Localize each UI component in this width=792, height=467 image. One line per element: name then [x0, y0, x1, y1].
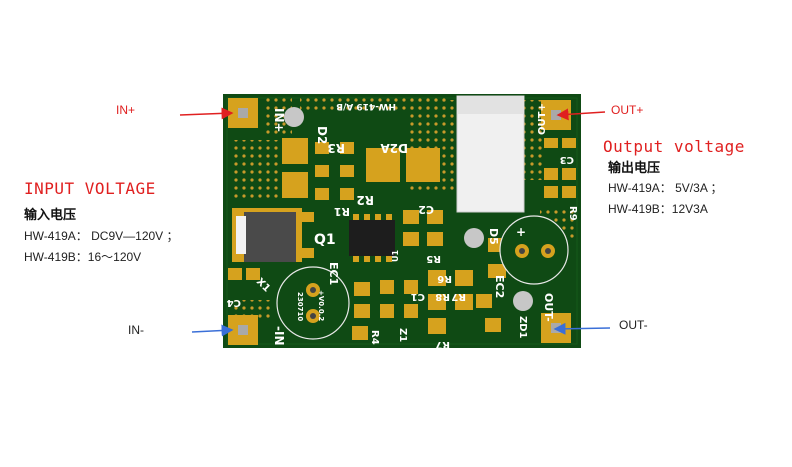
silk-in-plus: IN+: [272, 108, 286, 133]
silk-d2: D2: [315, 126, 329, 144]
silk-ec2: EC2: [493, 275, 506, 298]
silk-r3: R3: [327, 141, 345, 155]
silk-r8: R8: [435, 291, 450, 302]
input-voltage-title: INPUT VOLTAGE: [24, 179, 156, 198]
output-spec-a: HW-419A： 5V/3A ；: [608, 181, 723, 195]
terminal-in-minus: [228, 315, 258, 345]
output-voltage-title: Output voltage: [603, 137, 745, 156]
in-plus-label: IN+: [116, 103, 136, 117]
out-plus-label: OUT+: [611, 103, 644, 117]
silk-r6: R6: [437, 273, 452, 284]
ic-u1: [349, 214, 395, 262]
silk-zd1: ZD1: [517, 316, 528, 339]
in-minus-label: IN-: [128, 323, 144, 337]
silk-date: 230710: [296, 292, 304, 321]
silk-in-minus: -IN: [272, 326, 286, 346]
silk-r5: R5: [426, 253, 441, 264]
silk-c2: C2: [418, 203, 434, 216]
silk-version: +V0.0.2: [317, 290, 325, 321]
in-minus-arrow: [191, 324, 234, 337]
terminal-in-plus: [228, 98, 258, 128]
input-spec-a: HW-419A： DC9V—120V ；: [24, 229, 179, 243]
silk-c1: C1: [411, 291, 425, 302]
input-spec-b: HW-419B：16～120V: [24, 250, 142, 264]
output-spec-b: HW-419B：12V3A: [608, 202, 708, 216]
input-voltage-subtitle: 输入电压: [24, 207, 77, 222]
out-plus-arrow: [556, 108, 606, 121]
silk-d5: D5: [487, 228, 500, 245]
silk-d2a: D2A: [380, 141, 408, 155]
capacitor-ec1: [276, 266, 350, 340]
out-minus-label: OUT-: [619, 318, 648, 332]
silk-r4: R4: [369, 330, 380, 345]
silk-q1: Q1: [314, 232, 336, 248]
silk-r9: R9: [567, 206, 578, 221]
output-voltage-subtitle: 输出电压: [608, 160, 661, 175]
capacitor-ec2: [499, 215, 569, 285]
silk-out-plus: OUT+: [537, 103, 548, 135]
silk-r7b: R7: [435, 339, 450, 350]
out-minus-arrow: [553, 322, 611, 335]
inductor: [456, 95, 525, 213]
silk-model: HW-419 A/B: [336, 101, 396, 111]
mosfet-q1: [232, 208, 314, 262]
silk-c4: C4: [227, 297, 241, 308]
silk-u1: U1: [391, 250, 400, 262]
silk-out-minus: OUT-: [542, 293, 555, 322]
silk-r1: R1: [334, 205, 350, 218]
silk-ec1: EC1: [327, 262, 340, 285]
silk-z1: Z1: [397, 328, 408, 342]
in-plus-arrow: [179, 107, 234, 120]
silk-c3: C3: [560, 154, 574, 165]
silk-plus: +: [516, 225, 526, 239]
silk-r7: R7: [451, 291, 466, 302]
silk-r2: R2: [356, 193, 374, 207]
